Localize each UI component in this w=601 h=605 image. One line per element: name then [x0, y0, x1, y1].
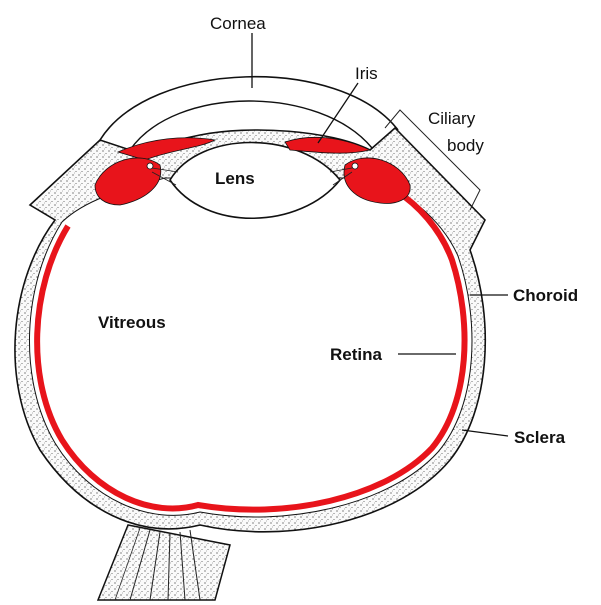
label-retina: Retina — [330, 345, 383, 364]
label-iris: Iris — [355, 64, 378, 83]
sclera-leader — [462, 430, 508, 436]
optic-nerve — [98, 525, 230, 600]
label-choroid: Choroid — [513, 286, 578, 305]
label-lens: Lens — [215, 169, 255, 188]
label-vitreous: Vitreous — [98, 313, 166, 332]
vitreous-body — [29, 178, 472, 517]
label-ciliary-line2: body — [447, 136, 484, 155]
label-cornea: Cornea — [210, 14, 266, 33]
iris-leader — [318, 83, 358, 143]
label-ciliary-line1: Ciliary — [428, 109, 476, 128]
label-sclera: Sclera — [514, 428, 566, 447]
